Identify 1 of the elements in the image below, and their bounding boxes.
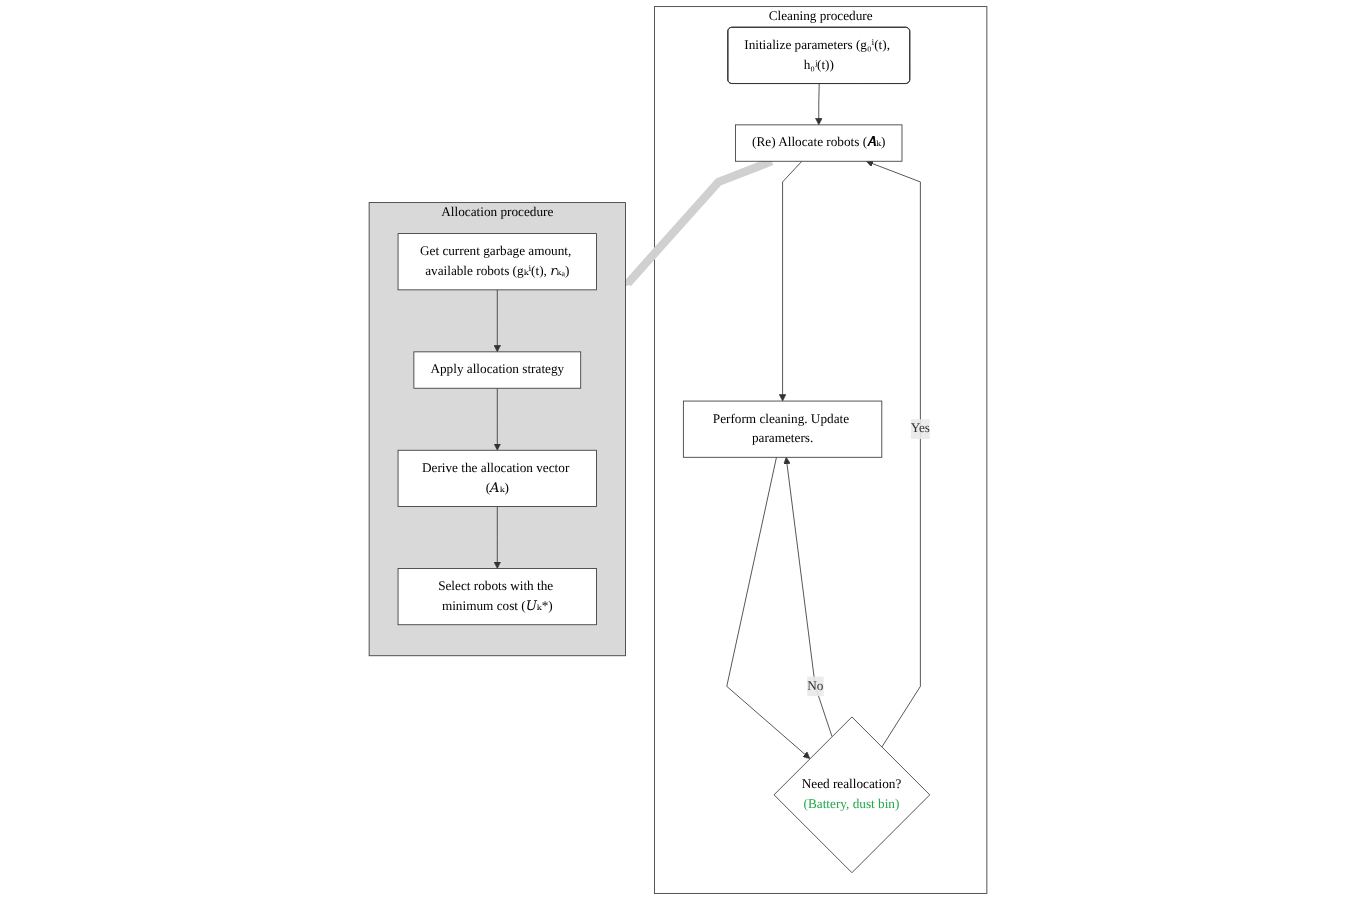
arrow xyxy=(624,157,774,287)
